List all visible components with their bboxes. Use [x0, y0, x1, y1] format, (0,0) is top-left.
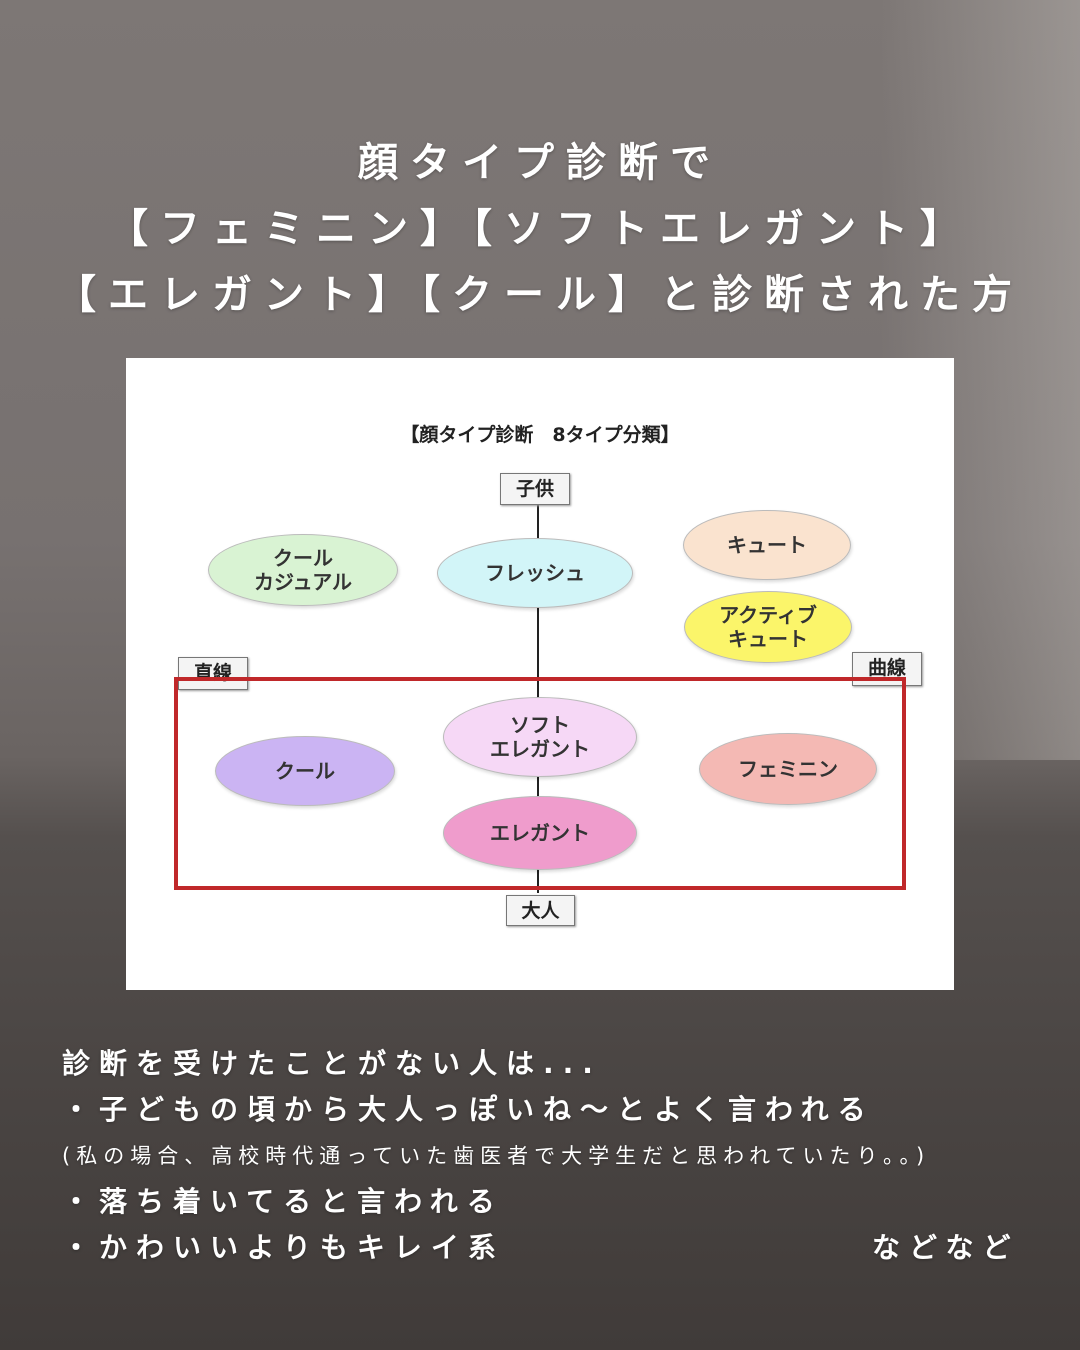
intro-text: 診断を受けたことがない人は... — [62, 1047, 602, 1080]
type-cool: クール — [215, 736, 395, 806]
bullet-1: ・子どもの頃から大人っぽいね〜とよく言われる — [62, 1093, 875, 1126]
axis-label-top: 子供 — [500, 473, 570, 505]
highlight-box — [174, 677, 906, 890]
axis-label-bottom: 大人 — [506, 895, 575, 926]
bullet-3: ・かわいいよりもキレイ系 — [62, 1231, 505, 1264]
etc-text: などなど — [872, 1231, 1020, 1264]
type-cool-casual: クール カジュアル — [208, 534, 398, 606]
diagram-card: 【顔タイプ診断 8タイプ分類】 子供 大人 直線 曲線 クール カジュアル フレ… — [126, 358, 954, 990]
type-feminine: フェミニン — [699, 733, 877, 805]
note-text: (私の場合、高校時代通っていた歯医者で大学生だと思われていたり。。) — [62, 1144, 931, 1168]
title-line-2: 【フェミニン】【ソフトエレガント】 — [108, 206, 972, 252]
type-cute: キュート — [683, 510, 851, 580]
diagram-title: 【顔タイプ診断 8タイプ分類】 — [400, 424, 680, 446]
type-elegant: エレガント — [443, 796, 637, 870]
bullet-2: ・落ち着いてると言われる — [62, 1185, 504, 1218]
title-line-1: 顔タイプ診断で — [358, 140, 722, 186]
title-line-3: 【エレガント】【クール】と診断された方 — [56, 272, 1024, 318]
type-soft-elegant: ソフト エレガント — [443, 697, 637, 777]
type-active-cute: アクティブ キュート — [684, 591, 852, 663]
type-fresh: フレッシュ — [437, 538, 633, 608]
